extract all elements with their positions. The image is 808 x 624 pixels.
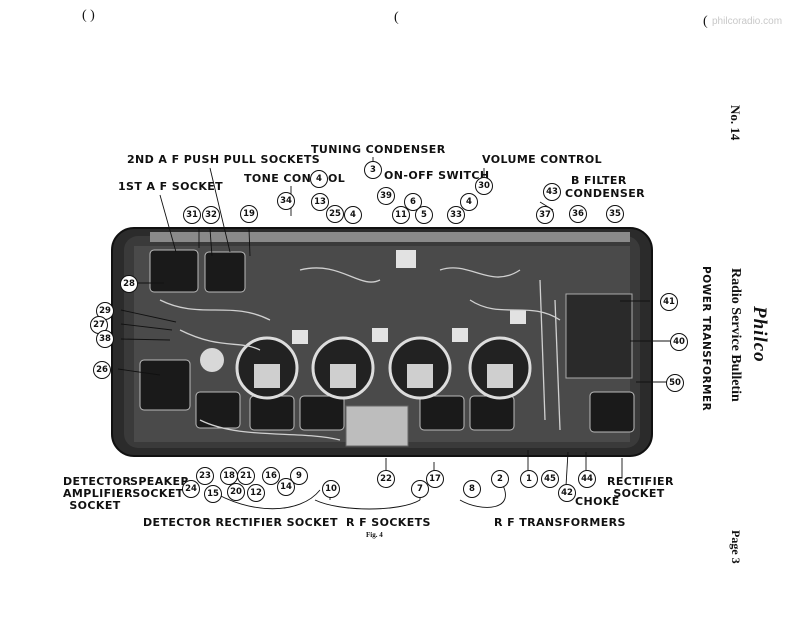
callout-14: 14 <box>277 478 295 496</box>
callout-32: 32 <box>202 206 220 224</box>
callout-35: 35 <box>606 205 624 223</box>
label-first-af-socket: 1ST A F SOCKET <box>118 180 224 193</box>
callout-1: 1 <box>520 470 538 488</box>
callout-10: 10 <box>322 480 340 498</box>
callout-42: 42 <box>558 484 576 502</box>
callout-41: 41 <box>660 293 678 311</box>
callout-4a: 4 <box>310 170 328 188</box>
callout-30: 30 <box>475 177 493 195</box>
callout-9: 9 <box>290 467 308 485</box>
punch-mark-middle: ( <box>394 10 399 25</box>
callout-11: 11 <box>392 206 410 224</box>
callout-43: 43 <box>543 183 561 201</box>
callout-23: 23 <box>196 467 214 485</box>
callout-31: 31 <box>183 206 201 224</box>
callout-15: 15 <box>204 485 222 503</box>
page-number: Page 3 <box>729 530 743 564</box>
label-speaker-socket: SPEAKER SOCKET <box>130 475 190 500</box>
callout-26: 26 <box>93 361 111 379</box>
punch-mark-right: ( <box>703 14 708 29</box>
label-condenser: CONDENSER <box>565 187 645 200</box>
figure-caption: Fig. 4 <box>366 531 383 539</box>
callout-33: 33 <box>447 206 465 224</box>
label-detector-rectifier-socket: DETECTOR RECTIFIER SOCKET <box>143 516 338 529</box>
label-tuning-condenser: TUNING CONDENSER <box>311 143 446 156</box>
callout-40: 40 <box>670 333 688 351</box>
label-push-pull-sockets: 2ND A F PUSH PULL SOCKETS <box>127 153 321 166</box>
label-power-transformer: POWER TRANSFORMER <box>700 266 712 412</box>
callout-37: 37 <box>536 206 554 224</box>
callout-6: 6 <box>404 193 422 211</box>
callout-5: 5 <box>415 206 433 224</box>
punch-mark-left: ( ) <box>82 8 95 23</box>
label-detector-amplifier-socket: DETECTOR AMPLIFIER SOCKET <box>63 475 133 512</box>
callout-19: 19 <box>240 205 258 223</box>
callout-17: 17 <box>426 470 444 488</box>
label-choke: CHOKE <box>575 495 620 508</box>
callout-16: 16 <box>262 467 280 485</box>
label-rf-sockets: R F SOCKETS <box>346 516 431 529</box>
callout-4c: 4 <box>460 193 478 211</box>
callout-36: 36 <box>569 205 587 223</box>
callout-21: 21 <box>237 467 255 485</box>
callout-44: 44 <box>578 470 596 488</box>
callout-25: 25 <box>326 205 344 223</box>
label-volume-control: VOLUME CONTROL <box>482 153 603 166</box>
bulletin-number: No. 14 <box>728 105 743 141</box>
callout-8: 8 <box>463 480 481 498</box>
callout-13: 13 <box>311 193 329 211</box>
callout-12: 12 <box>247 484 265 502</box>
callout-4b: 4 <box>344 206 362 224</box>
philco-logo: Philco <box>749 306 770 363</box>
callout-50: 50 <box>666 374 684 392</box>
callout-34: 34 <box>277 192 295 210</box>
callout-20: 20 <box>227 483 245 501</box>
callout-39: 39 <box>377 187 395 205</box>
callout-3: 3 <box>364 161 382 179</box>
label-b-filter: B FILTER <box>571 174 627 187</box>
bulletin-title: Radio Service Bulletin <box>728 268 743 402</box>
callout-38: 38 <box>96 330 114 348</box>
callout-28: 28 <box>120 275 138 293</box>
callout-45: 45 <box>541 470 559 488</box>
callout-22: 22 <box>377 470 395 488</box>
label-tone-control: TONE CONTROL <box>244 172 346 185</box>
label-rf-transformers: R F TRANSFORMERS <box>494 516 626 529</box>
callout-7: 7 <box>411 480 429 498</box>
label-rectifier-socket: RECTIFIER SOCKET <box>607 475 674 500</box>
callout-24: 24 <box>182 480 200 498</box>
label-on-off-switch: ON-OFF SWITCH <box>384 169 490 182</box>
callout-2: 2 <box>491 470 509 488</box>
watermark: philcoradio.com <box>712 16 783 27</box>
